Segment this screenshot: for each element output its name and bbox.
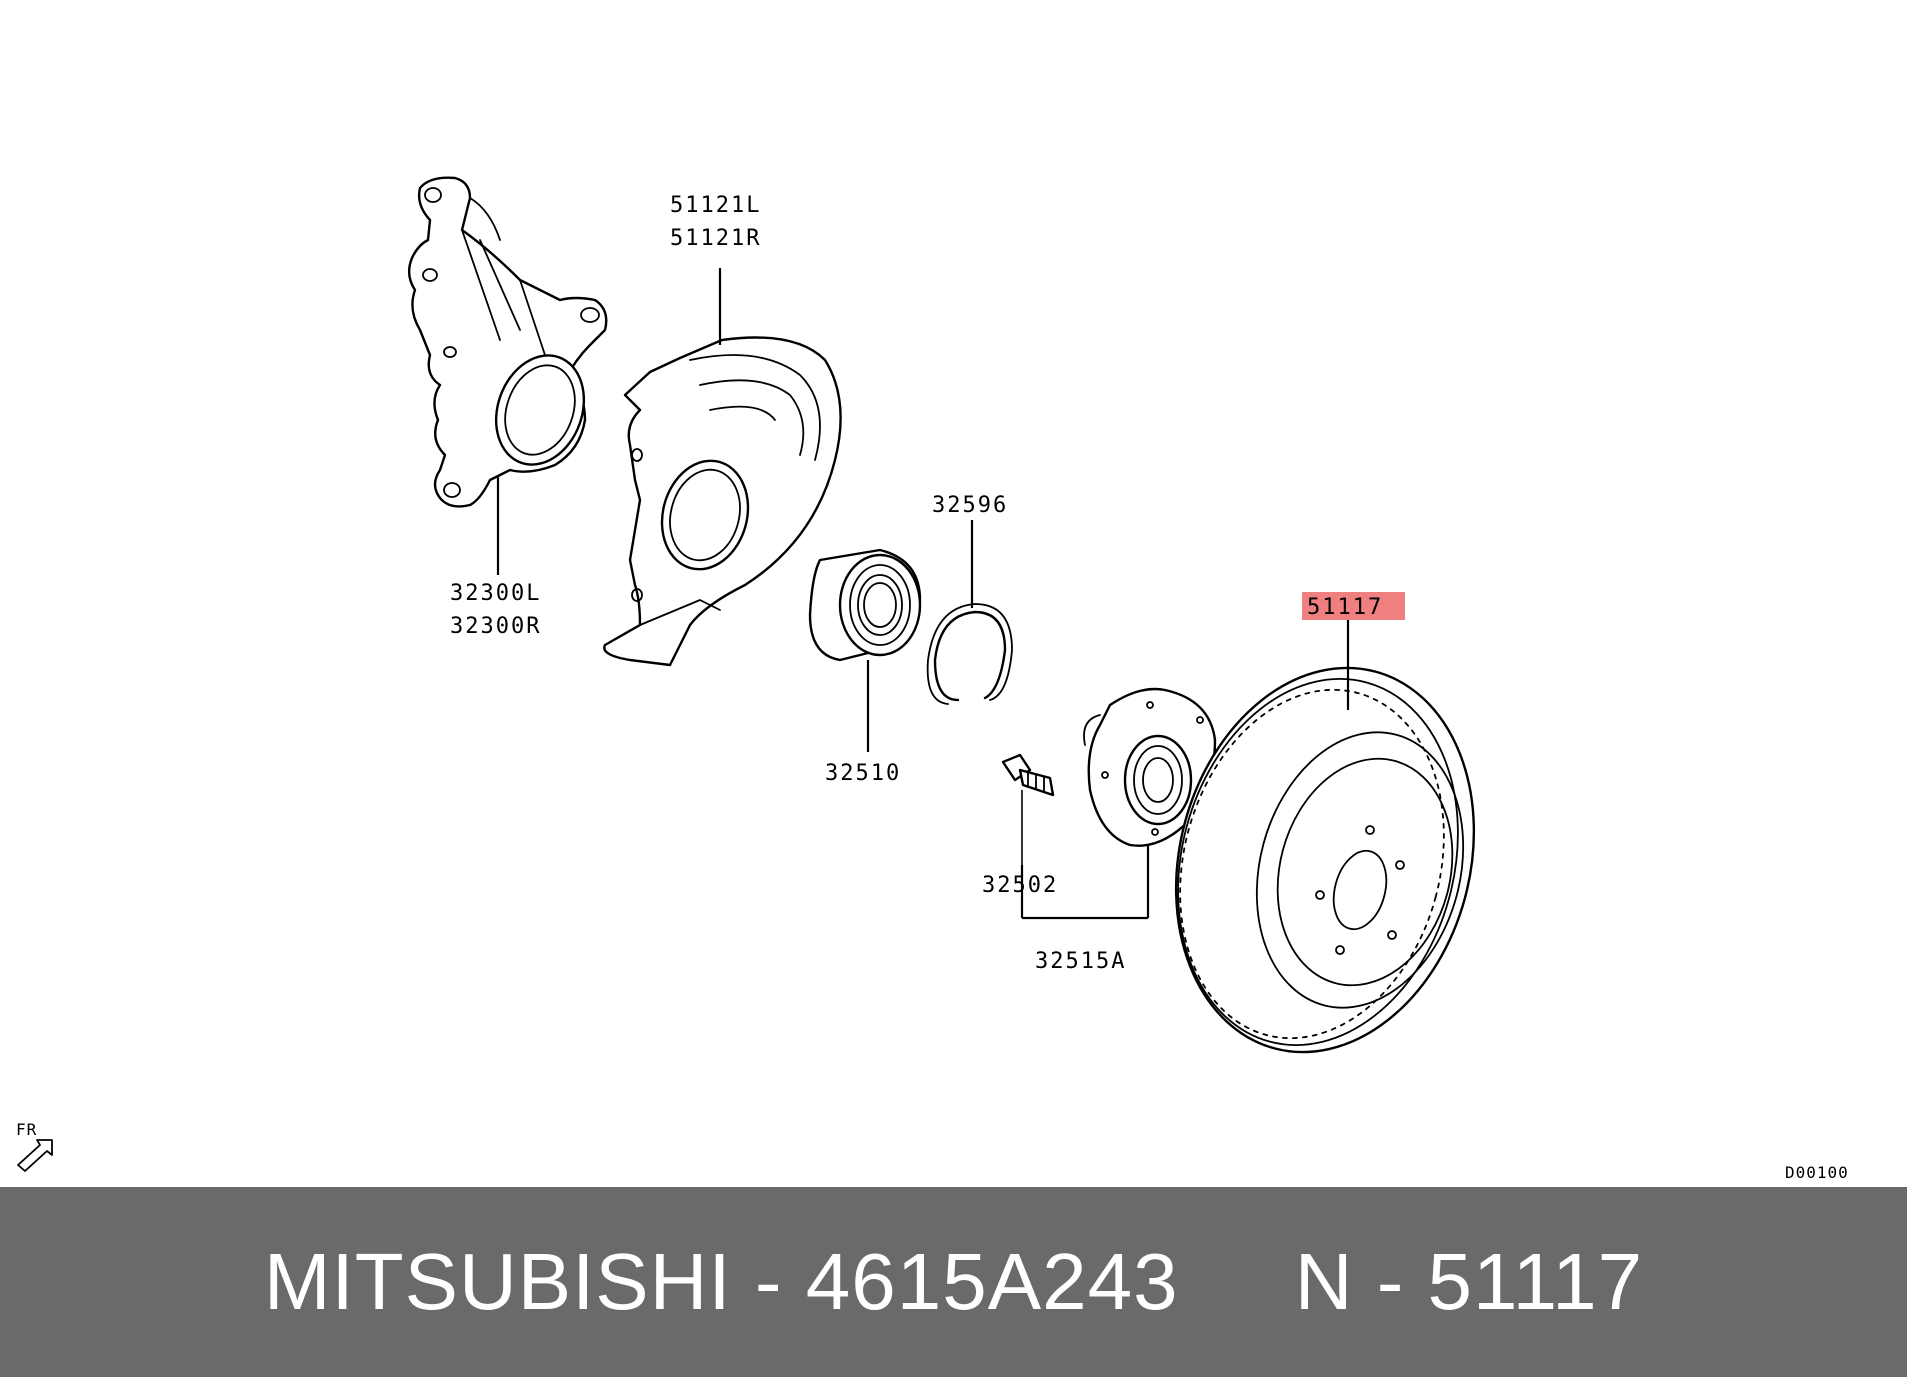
hub-assembly-part[interactable]	[1083, 687, 1217, 847]
label-51121l: 51121L	[670, 193, 761, 218]
front-arrow-icon	[17, 1139, 53, 1172]
label-32300l: 32300L	[450, 581, 541, 606]
footer-bar: MITSUBISHI - 4615A243 N - 51117	[0, 1187, 1907, 1377]
label-32596: 32596	[932, 493, 1008, 518]
label-32502: 32502	[982, 873, 1058, 898]
brake-disc-part[interactable]	[1134, 634, 1515, 1086]
dust-shield-part[interactable]	[603, 336, 842, 667]
fr-label: FR	[16, 1120, 37, 1139]
drawing-code: D00100	[1785, 1163, 1849, 1182]
hub-bolt-part[interactable]	[1001, 753, 1055, 797]
snap-ring-part[interactable]	[926, 603, 1013, 705]
wheel-bearing-part[interactable]	[808, 548, 922, 662]
part-number-caption: MITSUBISHI - 4615A243 N - 51117	[263, 1237, 1644, 1326]
steering-knuckle-part[interactable]	[407, 176, 608, 508]
label-51117: 51117	[1307, 595, 1383, 620]
highlight-box	[1302, 592, 1405, 620]
label-32515a: 32515A	[1035, 949, 1126, 974]
label-32300r: 32300R	[450, 614, 541, 639]
label-32510: 32510	[825, 761, 901, 786]
parts-diagram: 32300L 32300R 51121L 51121R 32596 32510 …	[16, 176, 1849, 1182]
label-51121r: 51121R	[670, 226, 761, 251]
